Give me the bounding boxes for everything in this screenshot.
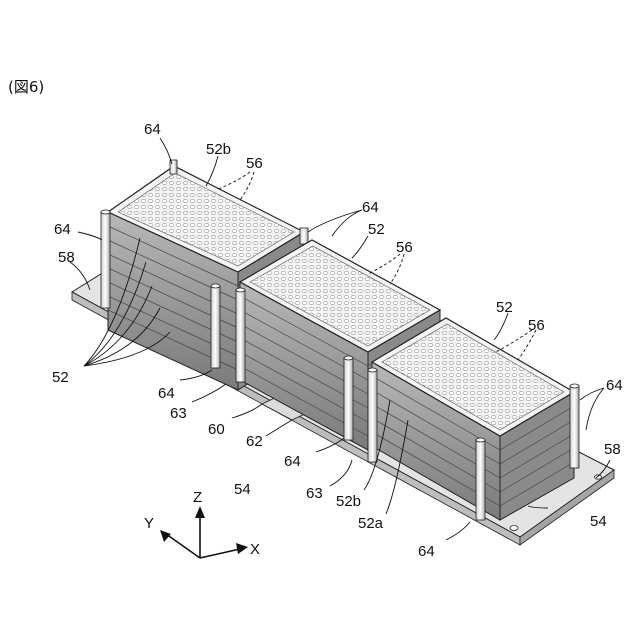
- label-64-left: 64: [54, 221, 71, 238]
- label-63-mid: 63: [306, 485, 323, 502]
- label-52a: 52a: [358, 515, 384, 532]
- label-54-right: 54: [590, 513, 607, 530]
- y-axis-label: Y: [144, 515, 154, 532]
- coordinate-axes: Z Y X: [144, 489, 260, 558]
- plate-stack-right: [368, 318, 579, 520]
- y-axis-line: [166, 534, 200, 558]
- x-axis-arrow: [236, 543, 248, 554]
- label-56-right: 56: [528, 317, 545, 334]
- label-64-lower-left: 64: [158, 385, 175, 402]
- x-axis-label: X: [250, 541, 260, 558]
- label-63-left: 63: [170, 405, 187, 422]
- label-58-left: 58: [58, 249, 75, 266]
- label-64-mid: 64: [362, 199, 379, 216]
- label-64-top: 64: [144, 121, 161, 138]
- label-62: 62: [246, 433, 263, 450]
- label-56-left: 56: [246, 155, 263, 172]
- z-axis-arrow: [195, 506, 205, 518]
- label-52-right: 52: [496, 299, 513, 316]
- label-64-lower-mid: 64: [284, 453, 301, 470]
- label-52-plates: 52: [52, 369, 69, 386]
- label-64-bottom: 64: [418, 543, 435, 560]
- label-52-mid: 52: [368, 221, 385, 238]
- z-axis-label: Z: [193, 489, 202, 506]
- x-axis-line: [200, 549, 240, 558]
- label-52b-bottom: 52b: [336, 493, 361, 510]
- label-60: 60: [208, 421, 225, 438]
- label-54-left: 54: [234, 481, 251, 498]
- label-56-mid: 56: [396, 239, 413, 256]
- label-64-right: 64: [606, 377, 623, 394]
- label-58-right: 58: [604, 441, 621, 458]
- label-52b-top: 52b: [206, 141, 231, 158]
